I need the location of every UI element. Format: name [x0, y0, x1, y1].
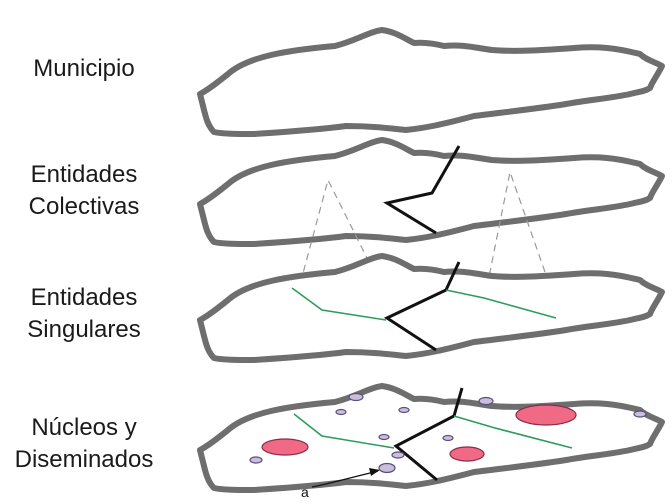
nucleo-shape — [449, 446, 485, 462]
annotation-arrowhead — [369, 468, 380, 476]
diseminado-shape — [442, 434, 454, 442]
level-label-line: Núcleos y — [31, 414, 137, 441]
diseminado-shape — [335, 408, 347, 416]
level-label-entidades-colectivas: Entidades Colectivas — [0, 159, 168, 223]
colectiva-boundary — [393, 387, 464, 482]
annotation-label: a — [301, 484, 309, 500]
singular-boundary — [445, 289, 557, 319]
diseminado-shape — [478, 396, 494, 406]
entidades-singulares-layer — [200, 256, 662, 360]
projection-guide-right — [479, 169, 553, 323]
nucleo-shape — [261, 438, 309, 456]
nucleos-diseminados-layer — [200, 386, 662, 490]
level-label-line: Entidades — [30, 161, 138, 188]
singular-boundary — [293, 413, 395, 449]
singular-boundary — [453, 415, 573, 449]
municipio-outline — [200, 30, 662, 134]
singulares-outline — [200, 256, 662, 360]
level-label-municipio: Municipio — [0, 53, 168, 85]
singular-boundary — [291, 287, 387, 321]
diseminado-shape — [398, 406, 410, 414]
annotation-a: a — [301, 468, 380, 500]
diseminado-shape — [378, 433, 390, 441]
level-label-entidades-singulares: Entidades Singulares — [0, 282, 168, 346]
diseminado-shape — [348, 392, 364, 402]
diseminado-shape-a — [378, 462, 396, 474]
level-label-line: Colectivas — [28, 193, 140, 220]
colectiva-boundary — [383, 261, 461, 352]
annotation-pointer — [311, 470, 379, 488]
level-label-line: Entidades — [30, 284, 138, 311]
municipio-layer — [200, 30, 662, 134]
level-label-line: Municipio — [33, 55, 135, 82]
entidades-colectivas-layer — [200, 140, 662, 244]
diseminado-shape — [391, 451, 405, 459]
diseminado-shape — [633, 410, 647, 418]
diseminado-shape — [249, 456, 263, 464]
level-label-line: Singulares — [27, 316, 141, 343]
level-label-nucleos-diseminados: Núcleos y Diseminados — [0, 412, 168, 476]
level-label-line: Diseminados — [14, 446, 154, 473]
nucleo-shape — [515, 404, 577, 426]
colectiva-boundary — [383, 145, 461, 235]
